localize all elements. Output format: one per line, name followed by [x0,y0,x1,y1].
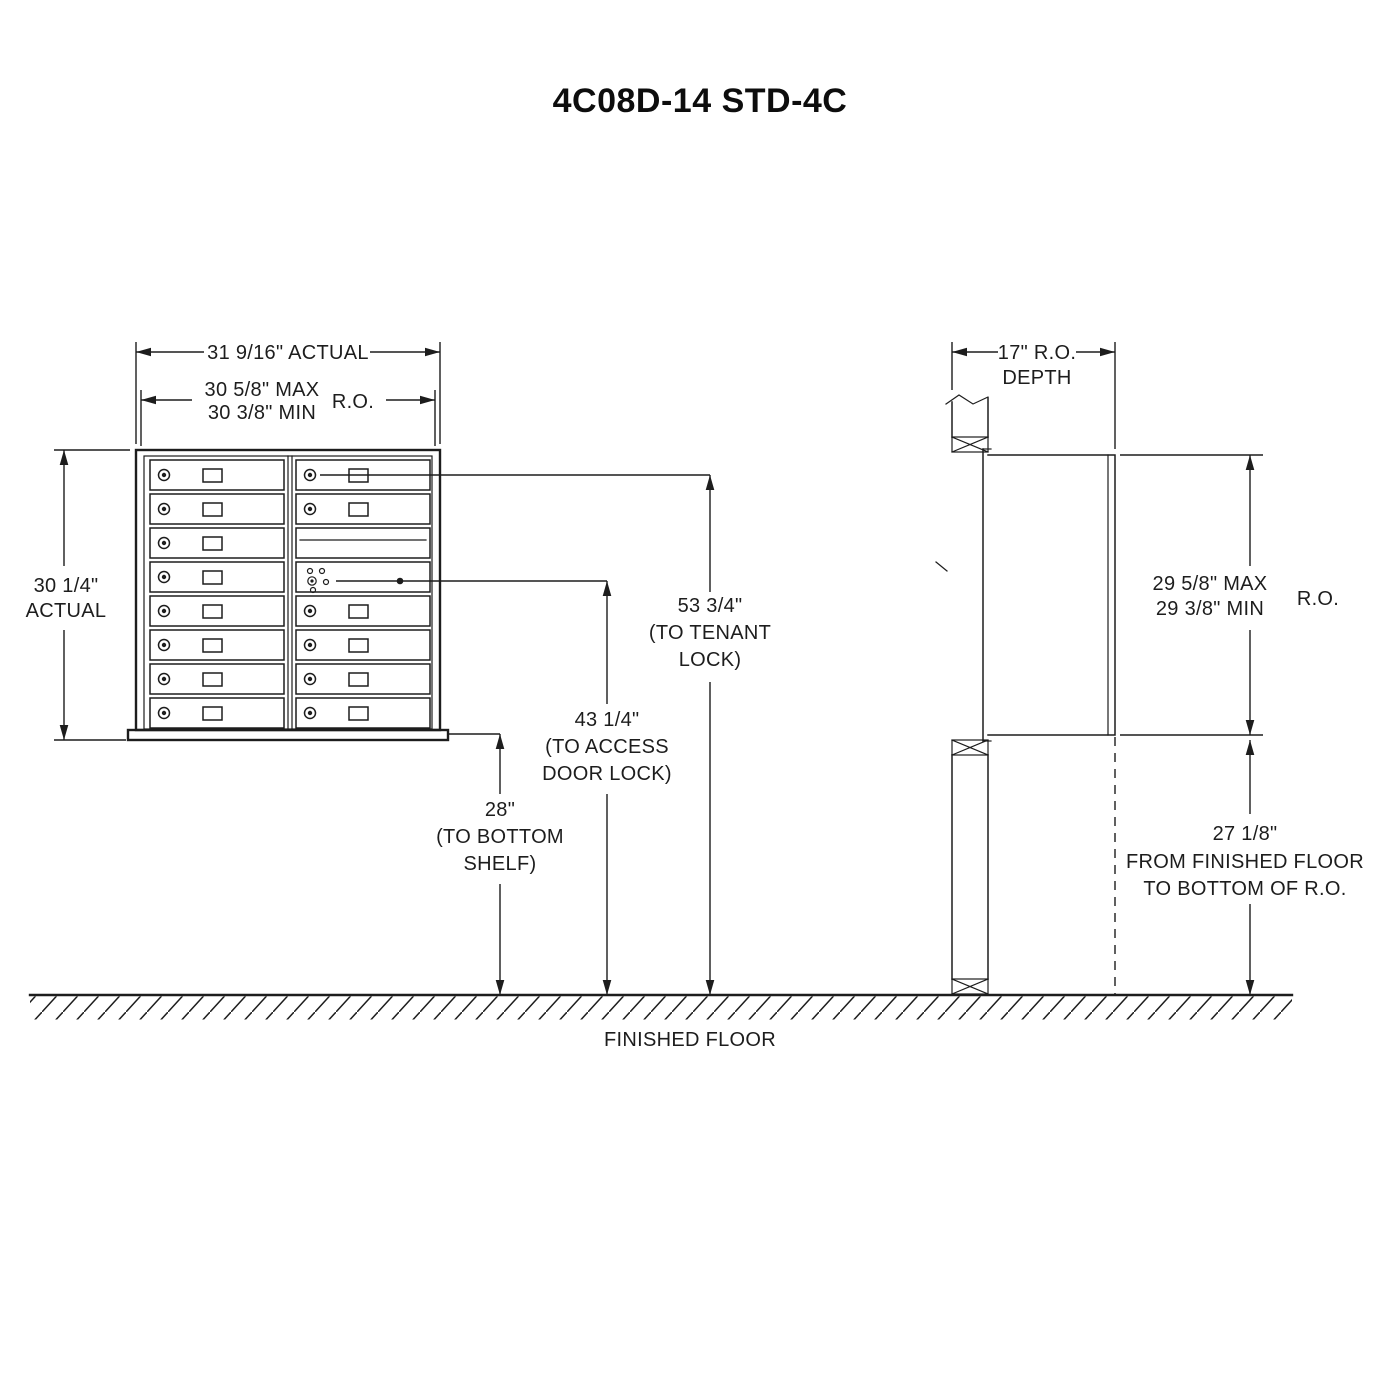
wall-upper [945,394,989,453]
door-handle-tick [935,561,948,572]
arrow-up [1245,455,1255,470]
cabinet-bottom-shelf [126,728,450,742]
arrow-left [136,347,151,357]
blocking-symbol [951,436,989,453]
arrow-down [705,980,715,995]
access-door-panel [295,561,431,593]
tenant-doors-left-column [149,459,285,729]
dim-access-lock-value: 43 1/4" [575,709,640,731]
dim-access-lock-line2: (TO ACCESS [545,736,669,758]
wall-lower [951,739,989,995]
arrow-left [952,347,967,357]
tenant-door [149,629,285,661]
arrow-up [59,450,69,465]
dim-ro-height-max: 29 5/8" MAX [1153,573,1268,595]
master-access-door [295,561,431,594]
tenant-door [149,527,285,559]
floor-hatching [30,996,1292,1020]
arrow-down [1245,720,1255,735]
dim-depth: 17" R.O. DEPTH [951,342,1116,449]
dim-height-actual-label: ACTUAL [26,600,107,622]
arrow-down [495,980,505,995]
tenant-doors-right-column [295,459,431,729]
dim-depth-label: DEPTH [1002,367,1071,389]
dim-depth-value: 17" R.O. [998,342,1076,364]
finished-floor: FINISHED FLOOR [28,993,1294,1051]
dim-width-actual-label: 31 9/16" ACTUAL [207,342,369,364]
arrow-left [141,395,156,405]
dim-floor-to-ro-line2: FROM FINISHED FLOOR [1126,851,1364,873]
blocking-symbol [951,739,989,756]
dim-tenant-lock-line2: (TO TENANT [649,622,771,644]
dim-tenant-lock-value: 53 3/4" [678,595,743,617]
dim-ro-height: 29 5/8" MAX 29 3/8" MIN R.O. [1120,454,1339,736]
tenant-door [149,595,285,627]
tenant-door [149,663,285,695]
tenant-door [149,561,285,593]
tenant-door [149,697,285,729]
tenant-door [295,697,431,729]
arrow-right [1100,347,1115,357]
dim-floor-to-ro-line3: TO BOTTOM OF R.O. [1143,878,1346,900]
dim-height-actual: 30 1/4" ACTUAL [26,449,130,741]
tenant-door [149,459,285,491]
dim-width-ro: 30 5/8" MAX 30 3/8" MIN R.O. [140,379,436,446]
tenant-door [149,493,285,525]
dim-bottom-shelf: 28" (TO BOTTOM SHELF) [436,733,564,995]
dim-width-min-label: 30 3/8" MIN [208,402,316,424]
dim-height-actual-value: 30 1/4" [34,575,99,597]
front-view-dimensions: 31 9/16" ACTUAL 30 5/8" MAX 30 3/8" MIN … [26,342,771,995]
front-view-cabinet [126,448,450,742]
leader-dot [396,577,404,585]
outgoing-mail-compartment [295,527,431,559]
arrow-down [59,725,69,740]
access-lock-stud [306,567,314,575]
access-lock-stud [322,578,330,586]
dim-access-lock-line3: DOOR LOCK) [542,763,672,785]
access-door-lock-pin [310,579,314,583]
arrow-up [495,734,505,749]
arrow-right [420,395,435,405]
dim-access-lock: 43 1/4" (TO ACCESS DOOR LOCK) [336,577,672,995]
page-title: 4C08D-14 STD-4C [553,82,848,120]
access-door-lock [307,576,317,586]
dim-ro-height-min: 29 3/8" MIN [1156,598,1264,620]
tenant-door [295,595,431,627]
tenant-door [295,663,431,695]
dim-tenant-lock-line3: LOCK) [679,649,742,671]
arrow-down [1245,980,1255,995]
wall-break-line [945,394,989,405]
dim-width-max-label: 30 5/8" MAX [205,379,320,401]
tenant-door [295,629,431,661]
access-lock-stud [309,586,317,594]
arrow-down [602,980,612,995]
arrow-up [1245,740,1255,755]
tenant-door [295,493,431,525]
dim-bottom-shelf-line3: SHELF) [464,853,537,875]
dim-bottom-shelf-line2: (TO BOTTOM [436,826,564,848]
dim-floor-to-ro: 27 1/8" FROM FINISHED FLOOR TO BOTTOM OF… [1114,737,1364,995]
arrow-up [705,475,715,490]
unit-body [987,454,1116,736]
mail-compartment-door [295,527,431,559]
arrow-right [425,347,440,357]
dim-floor-to-ro-value: 27 1/8" [1213,823,1278,845]
access-lock-stud [318,567,326,575]
finished-floor-label: FINISHED FLOOR [604,1029,776,1051]
dim-width-actual: 31 9/16" ACTUAL [135,342,441,444]
dim-width-ro-label: R.O. [332,391,374,413]
dim-tenant-lock: 53 3/4" (TO TENANT LOCK) [320,474,771,995]
arrow-up [602,581,612,596]
unit-side-profile [935,448,1116,742]
dim-ro-height-ro-label: R.O. [1297,588,1339,610]
dim-bottom-shelf-value: 28" [485,799,515,821]
side-view: 17" R.O. DEPTH 29 5/8" MAX 29 3/8" MIN R… [935,342,1364,995]
